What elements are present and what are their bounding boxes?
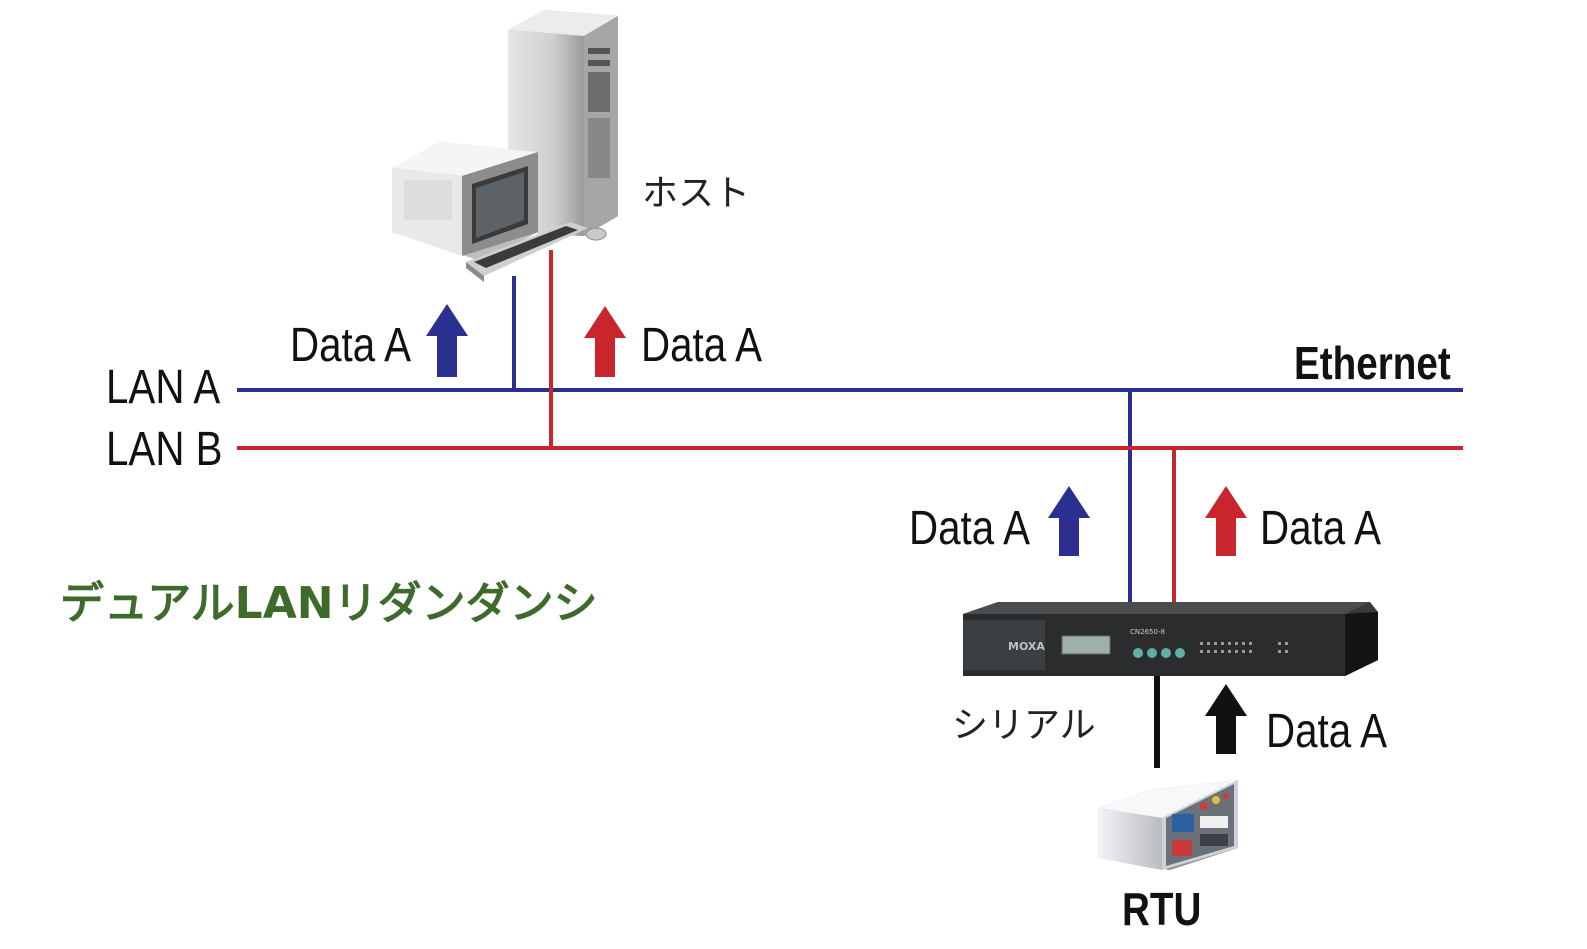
host-computer-icon [392,10,618,282]
rtu-icon [1098,780,1238,870]
up-arrow-icon-serial [1205,684,1247,754]
data-label-server-red: Data A [1260,502,1382,555]
data-label-host-blue: Data A [290,319,412,372]
host-label: ホスト [642,173,751,214]
up-arrow-icon-red-host [584,306,626,377]
up-arrow-icon-blue-server [1048,486,1090,556]
device-server-icon: MOXA CN2650-8 [963,602,1378,676]
diagram-title: デュアルLANリダンダンシ [60,578,598,629]
ethernet-label: Ethernet [1294,337,1451,389]
data-label-host-red: Data A [641,319,763,372]
serial-label: シリアル [952,705,1096,746]
device-brand: MOXA [1008,640,1045,653]
up-arrow-icon-red-server [1205,486,1247,556]
device-model: CN2650-8 [1130,628,1165,636]
lan-a-label: LAN A [106,361,221,414]
rtu-label: RTU [1122,883,1202,935]
up-arrow-icon-blue-host [426,304,468,377]
lan-b-line [237,250,1463,606]
data-label-serial: Data A [1266,705,1388,758]
lan-a-line [237,276,1463,606]
lan-b-label: LAN B [106,423,223,476]
data-label-server-blue: Data A [909,502,1031,555]
